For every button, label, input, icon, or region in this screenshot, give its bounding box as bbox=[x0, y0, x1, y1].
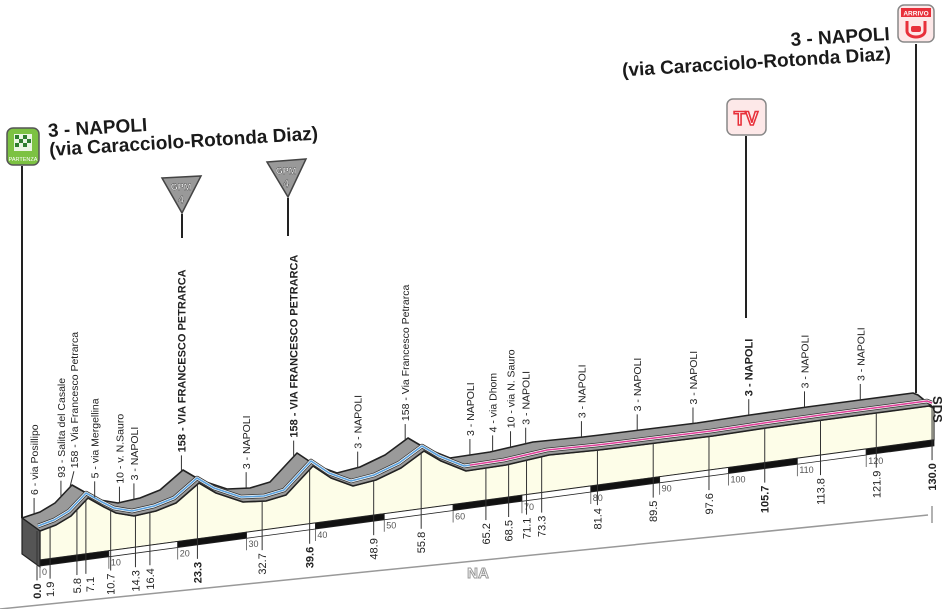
waypoint-label: 158 - VIA FRANCESCO PETRARCA bbox=[176, 269, 188, 452]
waypoint-label: 6 - via Posillipo bbox=[29, 424, 41, 495]
scale-tick-label: 0 bbox=[42, 567, 47, 577]
distance-label: 1.9 bbox=[45, 582, 57, 597]
finish-location-line2: (via Caracciolo-Rotonda Diaz) bbox=[622, 44, 892, 81]
arrivo-finish-icon: ARRIVO bbox=[897, 4, 935, 43]
waypoint-label: 158 - Via Francesco Petrarca bbox=[400, 285, 412, 422]
scale-tick-label: 100 bbox=[731, 474, 746, 484]
tv-marker: TV bbox=[726, 98, 767, 318]
route-line-final-circuit bbox=[469, 400, 933, 466]
distance-label: 65.2 bbox=[481, 523, 493, 544]
scale-tick-label: 110 bbox=[799, 465, 813, 475]
arrivo-text: ARRIVO bbox=[903, 11, 928, 18]
distance-label: 55.8 bbox=[416, 532, 428, 553]
scale-tick-label: 50 bbox=[386, 521, 396, 531]
distance-label: 97.6 bbox=[704, 493, 716, 514]
scale-tick-label: 10 bbox=[111, 558, 121, 568]
scale-tick-label: 60 bbox=[455, 511, 465, 521]
distance-label: 5.8 bbox=[72, 578, 84, 593]
gpm-marker-1: GPM 4 bbox=[160, 175, 203, 238]
waypoint-label: 3 - NAPOLI bbox=[800, 335, 812, 389]
distance-label: 10.7 bbox=[106, 574, 118, 595]
distance-label: 39.6 bbox=[305, 547, 317, 568]
waypoint-label: 10 - v. N.Sauro bbox=[114, 414, 126, 484]
distance-label: 0.0 bbox=[32, 583, 44, 598]
scale-tick-label: 30 bbox=[249, 539, 259, 549]
waypoint-label: 3 - NAPOLI bbox=[521, 371, 533, 425]
distance-label: 121.9 bbox=[871, 471, 883, 499]
waypoint-label: 158 - VIA FRANCESCO PETRARCA bbox=[289, 255, 301, 438]
distance-label: 113.8 bbox=[816, 478, 828, 505]
distance-arrow bbox=[0, 514, 929, 609]
tv-icon: TV bbox=[734, 109, 759, 130]
distance-label: 89.5 bbox=[648, 501, 660, 522]
province-code: NA bbox=[467, 565, 489, 582]
scale-tick-label: 20 bbox=[180, 548, 190, 558]
distance-label: 14.3 bbox=[130, 570, 142, 591]
partenza-text: PARTENZA bbox=[9, 157, 38, 163]
distance-label: 23.3 bbox=[192, 562, 204, 583]
waypoint-label: 3 - NAPOLI bbox=[632, 358, 644, 412]
waypoint-label: 3 - NAPOLI bbox=[465, 382, 477, 436]
gpm-category: 4 bbox=[178, 195, 184, 206]
waypoint-label: 3 - NAPOLI bbox=[688, 351, 700, 405]
waypoint-label: 3 - NAPOLI bbox=[744, 339, 756, 396]
elevation-profile: 0102030405060708090100110120 bbox=[21, 392, 935, 578]
finish-marker: ARRIVO 3 - NAPOLI (via Caracciolo-Rotond… bbox=[622, 4, 935, 393]
distance-label: 130.0 bbox=[927, 463, 939, 491]
distance-label: 48.9 bbox=[369, 538, 381, 559]
distance-label: 73.3 bbox=[537, 516, 549, 537]
waypoint-label: 158 - Via Francesco Petrarca bbox=[69, 332, 81, 469]
scale-segment bbox=[865, 439, 935, 456]
gpm-text: GPM bbox=[171, 182, 192, 192]
scale-tick-label: 120 bbox=[868, 456, 883, 466]
waypoint-label: 3 - NAPOLI bbox=[353, 395, 365, 449]
distance-label: 81.4 bbox=[592, 508, 604, 529]
distance-label: 68.5 bbox=[504, 520, 516, 541]
waypoint-label: 10 - via N. Sauro bbox=[506, 349, 518, 428]
scale-tick-label: 40 bbox=[317, 530, 327, 540]
waypoint-label: 3 - NAPOLI bbox=[576, 364, 588, 418]
distance-label: 71.1 bbox=[522, 518, 534, 539]
route-line-first-lap bbox=[37, 445, 471, 527]
gpm-category: 4 bbox=[283, 179, 289, 190]
waypoint-label: 5 - via Mergellina bbox=[90, 398, 102, 478]
distance-label: 7.1 bbox=[85, 577, 97, 592]
waypoint-label: 3 - NAPOLI bbox=[129, 427, 141, 481]
gpm-text: GPM bbox=[276, 166, 297, 176]
gpm-marker-2: GPM 4 bbox=[265, 158, 308, 236]
distance-label: 32.7 bbox=[257, 553, 269, 574]
waypoint-label: 4 - via Dhom bbox=[488, 373, 500, 433]
waypoint-label: 3 - NAPOLI bbox=[855, 327, 867, 381]
distance-label: 105.7 bbox=[760, 486, 772, 514]
waypoint-label: 93 - Salita del Casale bbox=[56, 378, 68, 478]
waypoint-label: 3 - NAPOLI bbox=[241, 415, 253, 469]
partenza-flag-icon: PARTENZA bbox=[6, 127, 40, 166]
leader-line bbox=[69, 471, 75, 488]
side-code: SDS bbox=[930, 396, 945, 423]
scale-tick-label: 70 bbox=[524, 502, 534, 512]
scale-tick-label: 90 bbox=[662, 484, 672, 494]
distance-label: 16.4 bbox=[145, 568, 157, 589]
